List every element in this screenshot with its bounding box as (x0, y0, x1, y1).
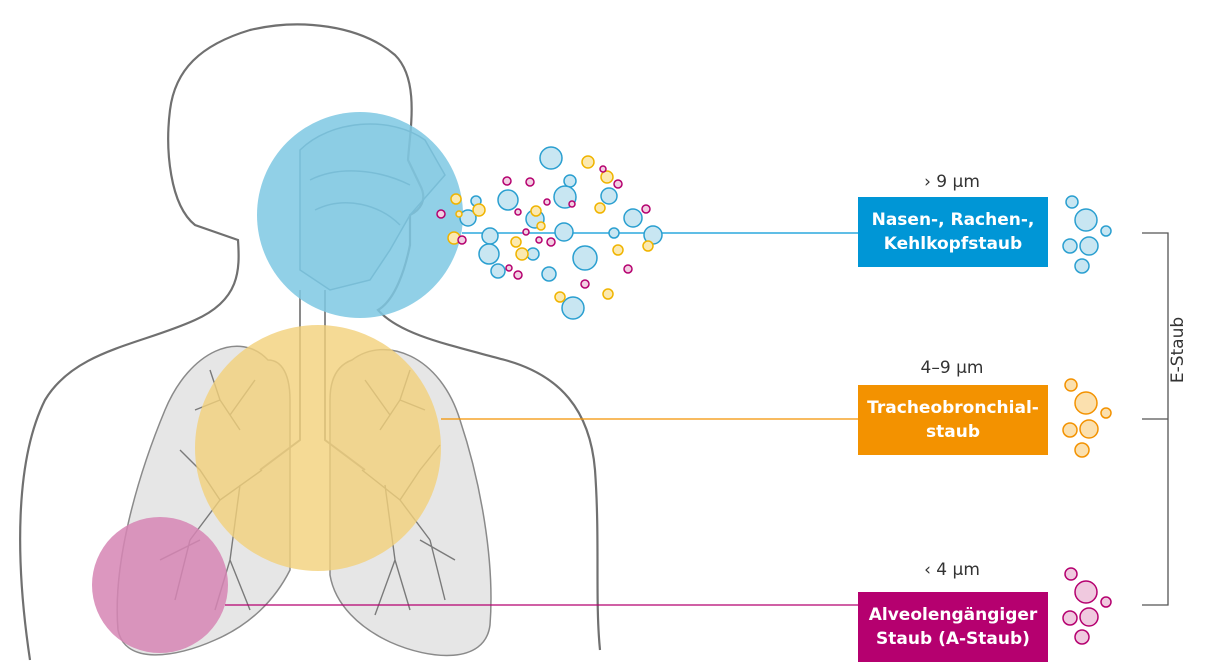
category-upper-line-1: Nasen-, Rachen-, (872, 208, 1035, 232)
category-box-lower: Alveolengängiger Staub (A-Staub) (858, 592, 1048, 662)
category-upper-line-2: Kehlkopfstaub (884, 232, 1022, 256)
bronchial-zone (195, 325, 441, 571)
category-lower-line-1: Alveolengängiger (869, 603, 1038, 627)
category-middle-line-2: staub (926, 420, 980, 444)
category-middle-line-1: Tracheobronchial- (867, 396, 1039, 420)
particle-icon-lower (1063, 568, 1111, 644)
size-label-lower: ‹ 4 µm (892, 560, 1012, 580)
category-box-middle: Tracheobronchial- staub (858, 385, 1048, 455)
size-label-upper: › 9 µm (892, 172, 1012, 192)
estaub-bracket (1142, 233, 1168, 605)
size-label-middle: 4–9 µm (892, 358, 1012, 378)
particle-icon-upper (1063, 196, 1111, 273)
estaub-label: E-Staub (1168, 310, 1192, 390)
alveolar-zone (92, 517, 228, 653)
upper-airway-zone (257, 112, 463, 318)
particle-icon-middle (1063, 379, 1111, 457)
category-box-upper: Nasen-, Rachen-, Kehlkopfstaub (858, 197, 1048, 267)
category-lower-line-2: Staub (A-Staub) (876, 627, 1030, 651)
